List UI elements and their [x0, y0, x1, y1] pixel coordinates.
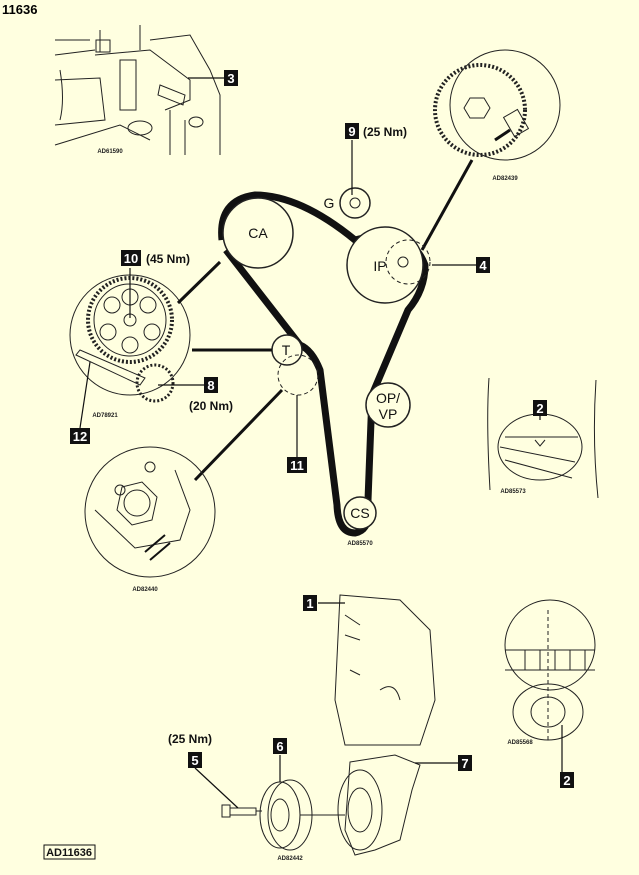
svg-text:6: 6	[276, 739, 283, 754]
caption-crank-pulley: AD82442	[277, 856, 303, 862]
pulley-g: G	[324, 187, 371, 219]
svg-text:IP: IP	[373, 258, 386, 274]
svg-text:CA: CA	[248, 225, 268, 241]
tensioner-inset: AD82440	[84, 446, 216, 593]
crank-gear-inset: AD85568	[504, 599, 596, 746]
leader-tensioner	[193, 388, 284, 482]
torque-5: (25 Nm)	[168, 732, 212, 746]
svg-text:8: 8	[207, 378, 214, 393]
leader-5	[194, 767, 239, 809]
torque-10: (45 Nm)	[146, 252, 190, 266]
svg-text:3: 3	[227, 71, 234, 86]
crank-mark-inset: AD85573	[487, 377, 599, 499]
pulley-opvp: OP/VP	[365, 382, 411, 428]
svg-text:1: 1	[306, 596, 313, 611]
caption-crank-gear: AD85568	[507, 740, 533, 746]
callout-4: 4	[476, 257, 490, 273]
leader-camshaft	[176, 260, 222, 305]
crankshaft-pulley: AD82442	[259, 779, 345, 862]
pulley-ca: CA	[222, 197, 294, 269]
figure-reference: AD11636	[43, 844, 96, 860]
caption-belt-layout: AD85570	[347, 541, 373, 547]
caption-tensioner: AD82440	[132, 587, 158, 593]
timing-cover	[334, 594, 436, 746]
callout-11: 11	[287, 457, 307, 473]
svg-text:G: G	[324, 195, 335, 211]
timing-belt	[218, 191, 429, 537]
callout-5: 5	[188, 752, 202, 768]
camshaft-lock-inset: AD61590	[54, 25, 221, 155]
injection-pump-inset: AD82439	[433, 49, 561, 182]
svg-text:VP: VP	[379, 406, 398, 422]
callout-10: 10	[121, 250, 141, 266]
svg-text:11: 11	[290, 458, 304, 473]
figure-number: 11636	[2, 2, 37, 17]
callout-1: 1	[303, 595, 317, 611]
svg-text:T: T	[282, 342, 291, 358]
svg-text:2: 2	[563, 773, 570, 788]
svg-text:12: 12	[73, 429, 87, 444]
caption-camshaft-gear: AD78921	[92, 413, 118, 419]
svg-text:5: 5	[191, 753, 198, 768]
callout-6: 6	[273, 738, 287, 754]
svg-text:AD11636: AD11636	[46, 847, 92, 859]
svg-text:2: 2	[536, 401, 543, 416]
callout-9: 9	[345, 123, 359, 139]
pulley-t: T	[271, 334, 319, 396]
caption-crank-mark: AD85573	[500, 489, 526, 495]
svg-text:9: 9	[348, 124, 355, 139]
svg-text:4: 4	[479, 258, 487, 273]
torque-9: (25 Nm)	[363, 125, 407, 139]
torque-8: (20 Nm)	[189, 399, 233, 413]
callout-2-top: 2	[533, 400, 547, 416]
leader-injection-pump	[420, 159, 474, 251]
caption-camshaft-lock: AD61590	[97, 149, 123, 155]
svg-text:OP/: OP/	[376, 390, 400, 406]
callout-3: 3	[224, 70, 238, 86]
lower-cover	[337, 754, 421, 856]
svg-text:10: 10	[124, 251, 138, 266]
caption-injection-pump: AD82439	[492, 176, 518, 182]
bolt	[221, 804, 262, 818]
callout-2-bottom: 2	[560, 772, 574, 788]
svg-text:7: 7	[461, 756, 468, 771]
callout-8: 8	[204, 377, 218, 393]
callout-12: 12	[70, 428, 90, 444]
callout-7: 7	[458, 755, 472, 771]
svg-text:CS: CS	[350, 505, 369, 521]
pulley-cs: CS	[343, 496, 377, 530]
leader-12	[79, 361, 91, 429]
pulley-ip: IP	[346, 226, 431, 304]
